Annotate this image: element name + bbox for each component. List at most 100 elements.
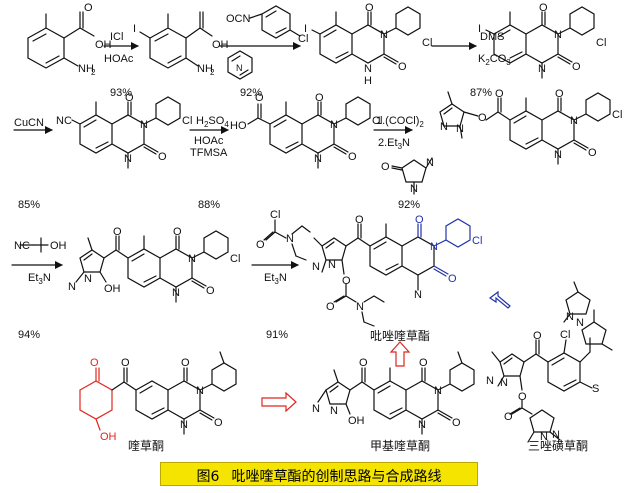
atom-o: O (365, 2, 374, 14)
structure-product (313, 223, 435, 327)
atom-n: N (68, 281, 76, 293)
atom-o: O (398, 61, 407, 73)
atom-n: N (552, 429, 560, 441)
atom-nc: NC (56, 115, 72, 127)
atom-o: O (342, 275, 351, 287)
reagent-step7-n: N (43, 272, 51, 284)
yield-step8: 91% (266, 329, 288, 341)
yield-step6: 92% (398, 199, 420, 211)
structure-n-methyl-iodo-quinazolinedione (485, 6, 595, 79)
atom-o: O (381, 161, 390, 173)
svg-text:Et3N: Et3N (264, 272, 287, 286)
figure-number: 图6 (196, 469, 220, 485)
atom-o: O (121, 357, 130, 369)
atom-o: O (113, 226, 122, 238)
name-product: 吡唑喹草酯 (370, 328, 430, 343)
reagent-step5-mid: HOAc (194, 135, 224, 147)
reagent-step5-so: SO (208, 115, 224, 127)
reagent-step8-sub: 3 (274, 277, 279, 286)
atom-o: O (359, 357, 368, 369)
atom-nc: NC (14, 240, 30, 252)
yield-step5: 88% (198, 199, 220, 211)
structure-pyrazolone-reagent (391, 157, 433, 195)
atom-o: O (588, 147, 597, 159)
structure-aminobenzoic-acid (27, 11, 95, 69)
hollow-arrow-up (389, 341, 411, 367)
atom-nh2-sub: 2 (210, 68, 215, 77)
atom-o: O (206, 285, 215, 297)
reagent-step5-h: H (196, 115, 204, 127)
atom-n: N (414, 289, 422, 301)
atom-n: N (538, 63, 546, 75)
atom-o: O (326, 301, 335, 313)
atom-o: O (173, 226, 182, 238)
atom-o: O (504, 411, 513, 423)
atom-n: N (188, 253, 196, 265)
atom-o: O (256, 239, 265, 251)
atom-o: O (348, 151, 357, 163)
atom-o: O (315, 92, 324, 104)
atom-n: N (286, 233, 294, 245)
yield-step1: 93% (110, 87, 132, 99)
atom-n: N (312, 403, 320, 415)
atom-n: N (364, 63, 372, 75)
svg-text:K2CO3: K2CO3 (478, 53, 511, 67)
atom-cl: Cl (422, 37, 432, 49)
atom-n: N (570, 115, 578, 127)
structure-product-blue-part (417, 218, 471, 277)
reagent-step3-top: DMS (480, 31, 504, 43)
reagent-step3-sub2: 3 (506, 58, 511, 67)
atom-n: N (486, 375, 494, 387)
atom-o: O (125, 92, 134, 104)
yield-step7: 94% (18, 329, 40, 341)
atom-o: O (355, 214, 364, 226)
reagent-step1-top: ICl (110, 31, 123, 43)
structure-carboxy-quinazolinedione (247, 96, 371, 169)
structure-chlorophenyl-isocyanate (249, 5, 301, 39)
atom-n: N (554, 149, 562, 161)
atom-nh2-sub: 2 (91, 68, 96, 77)
atom-o: O (518, 391, 527, 403)
atom-oh: OH (100, 431, 117, 443)
atom-oh: OH (104, 283, 121, 295)
atom-n: N (540, 431, 548, 443)
atom-n: N (124, 153, 132, 165)
structure-iodo-acid (139, 11, 213, 69)
reagent-step5-bottom: TFMSA (190, 147, 228, 159)
reagent-step8-et: Et (264, 272, 274, 284)
atom-cl: Cl (182, 115, 192, 127)
yield-step3: 87% (470, 87, 492, 99)
structure-cyano-quinazolinedione (71, 96, 181, 169)
atom-nh2: NH (197, 63, 213, 75)
name-tripyrasulfone: 三唑磺草酮 (528, 439, 588, 453)
atom-n: N (140, 119, 148, 131)
atom-n: N (196, 385, 204, 397)
reagent-step7-sub: 3 (38, 277, 43, 286)
atom-n: N (566, 311, 574, 323)
reagent-step6-n: N (402, 137, 410, 149)
atom-o: O (495, 88, 504, 100)
atom-o: O (158, 151, 167, 163)
atom-cl: Cl (230, 253, 240, 265)
atom-o: O (90, 357, 99, 369)
reagent-step4: CuCN (14, 117, 44, 129)
atom-cl: Cl (560, 329, 570, 341)
atom-n: N (236, 63, 243, 73)
atom-n: N (330, 405, 338, 417)
atom-o: O (214, 417, 223, 429)
atom-o: O (448, 273, 457, 285)
atom-n: N (84, 273, 92, 285)
reagent-step6-top: 1.(COCl) (376, 115, 419, 127)
hollow-arrow-quinotrione-to-methyl (261, 391, 297, 413)
atom-cl: Cl (298, 33, 308, 45)
reagent-step3-sub1: 2 (485, 58, 490, 67)
atom-n: N (356, 301, 364, 313)
atom-o: O (533, 330, 542, 342)
reagent-step5-sub2: 4 (224, 120, 229, 129)
atom-n: N (500, 377, 508, 389)
atom-n: N (172, 287, 180, 299)
atom-i: I (478, 23, 481, 35)
atom-o: O (452, 417, 461, 429)
